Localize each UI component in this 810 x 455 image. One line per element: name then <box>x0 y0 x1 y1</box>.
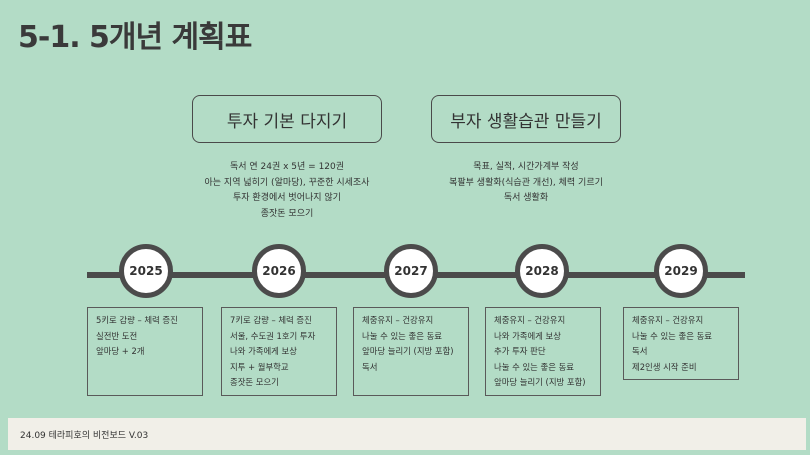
card-item: 지투 + 월부학교 <box>230 361 289 372</box>
goal-details-invest-basics: 독서 연 24권 x 5년 = 120권 아는 지역 넓히기 (알마당), 꾸준… <box>187 160 387 222</box>
year-node-2025: 2025 <box>119 244 173 298</box>
goal-box-rich-habits: 부자 생활습관 만들기 <box>431 95 621 143</box>
footer-text: 24.09 테라피호의 비전보드 V.03 <box>20 430 149 441</box>
card-item: 앞마당 늘리기 (지방 포함) <box>494 377 586 387</box>
year-card-2027: 체중유지 – 건강유지 나눌 수 있는 좋은 동료 앞마당 늘리기 (지방 포함… <box>353 307 469 396</box>
goal-detail-line: 복팔부 생활화(식습관 개선), 체력 기르기 <box>449 177 603 188</box>
goal-detail-line: 종잣돈 모으기 <box>260 208 314 219</box>
year-label: 2028 <box>525 264 559 278</box>
year-card-2028: 체중유지 – 건강유지 나와 가족에게 보상 추가 투자 판단 나눌 수 있는 … <box>485 307 601 396</box>
goal-detail-line: 투자 환경에서 벗어나지 않기 <box>233 193 341 203</box>
card-item: 나와 가족에게 보상 <box>230 346 297 356</box>
goal-details-rich-habits: 목표, 실적, 시간가계부 작성 복팔부 생활화(식습관 개선), 체력 기르기… <box>426 160 626 207</box>
card-item: 제2인생 시작 준비 <box>632 361 697 372</box>
card-item: 추가 투자 판단 <box>494 346 546 356</box>
card-item: 5키로 감량 – 체력 증진 <box>96 315 178 325</box>
card-item: 서울, 수도권 1호기 투자 <box>230 330 316 341</box>
card-item: 체중유지 – 건강유지 <box>362 315 434 325</box>
year-node-2026: 2026 <box>252 244 306 298</box>
card-item: 7키로 감량 – 체력 증진 <box>230 315 312 325</box>
year-card-2025: 5키로 감량 – 체력 증진 실전반 도전 앞마당 + 2개 <box>87 307 203 396</box>
footer-bar: 24.09 테라피호의 비전보드 V.03 <box>8 418 806 450</box>
card-item: 앞마당 늘리기 (지방 포함) <box>362 346 454 356</box>
card-item: 앞마당 + 2개 <box>96 346 145 356</box>
year-node-2029: 2029 <box>654 244 708 298</box>
card-item: 나눌 수 있는 좋은 동료 <box>494 361 574 372</box>
card-item: 체중유지 – 건강유지 <box>494 315 566 325</box>
year-label: 2025 <box>129 264 163 278</box>
goal-label: 부자 생활습관 만들기 <box>450 111 602 132</box>
card-item: 체중유지 – 건강유지 <box>632 315 704 325</box>
card-item: 독서 <box>362 361 378 372</box>
card-item: 나눌 수 있는 좋은 동료 <box>362 330 442 341</box>
year-label: 2029 <box>664 264 698 278</box>
card-item: 나와 가족에게 보상 <box>494 330 561 341</box>
card-item: 종잣돈 모으기 <box>230 377 279 387</box>
goal-detail-line: 아는 지역 넓히기 (알마당), 꾸준한 시세조사 <box>204 177 370 188</box>
year-node-2028: 2028 <box>515 244 569 298</box>
page-title: 5-1. 5개년 계획표 <box>18 20 252 55</box>
year-card-2026: 7키로 감량 – 체력 증진 서울, 수도권 1호기 투자 나와 가족에게 보상… <box>221 307 337 396</box>
goal-box-invest-basics: 투자 기본 다지기 <box>192 95 382 143</box>
goal-detail-line: 목표, 실적, 시간가계부 작성 <box>473 162 579 172</box>
card-item: 독서 <box>632 346 648 356</box>
card-item: 실전반 도전 <box>96 330 138 341</box>
year-label: 2026 <box>262 264 296 278</box>
goal-label: 투자 기본 다지기 <box>226 111 348 132</box>
card-item: 나눌 수 있는 좋은 동료 <box>632 330 712 341</box>
year-node-2027: 2027 <box>384 244 438 298</box>
goal-detail-line: 독서 생활화 <box>503 193 549 203</box>
goal-detail-line: 독서 연 24권 x 5년 = 120권 <box>229 162 345 172</box>
year-card-2029: 체중유지 – 건강유지 나눌 수 있는 좋은 동료 독서 제2인생 시작 준비 <box>623 307 739 380</box>
year-label: 2027 <box>394 264 428 278</box>
